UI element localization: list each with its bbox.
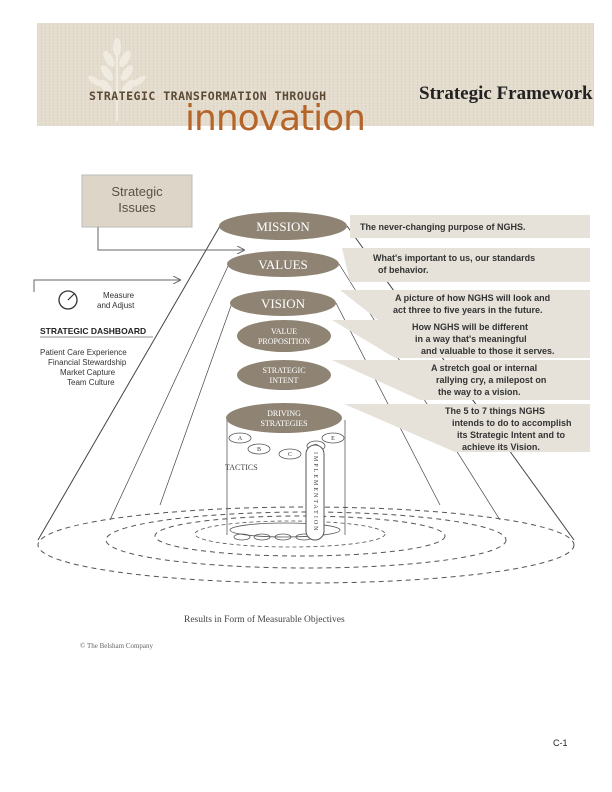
callout-mission-line1: The never-changing purpose of NGHS. bbox=[360, 222, 526, 232]
wheat-logo-icon bbox=[88, 38, 146, 121]
values-label: VALUES bbox=[258, 257, 308, 272]
callout-values: What's important to us, our standards of… bbox=[342, 248, 590, 282]
callout-value-proposition-line1: How NGHS will be different bbox=[412, 322, 528, 332]
implementation-label: IMPLEMENTATION bbox=[312, 452, 318, 533]
callout-values-line1: What's important to us, our standards bbox=[373, 253, 535, 263]
mission-label: MISSION bbox=[256, 219, 310, 234]
driving-strategies-ellipse: DRIVING STRATEGIES bbox=[226, 403, 342, 433]
strategy-circles: A B C D E bbox=[228, 432, 345, 460]
callout-value-proposition: How NGHS will be different in a way that… bbox=[332, 320, 590, 358]
callout-strategic-intent: A stretch goal or internal rallying cry,… bbox=[332, 360, 590, 400]
mission-ellipse: MISSION bbox=[219, 212, 347, 240]
gauge-icon bbox=[58, 290, 78, 310]
tactics-label: TACTICS bbox=[225, 463, 258, 472]
header-subtitle: STRATEGIC TRANSFORMATION THROUGH bbox=[89, 89, 327, 103]
strategic-intent-line1: STRATEGIC bbox=[262, 366, 305, 375]
callout-driving-strategies: The 5 to 7 things NGHS intends to do to … bbox=[344, 404, 590, 452]
cone-inner-left bbox=[109, 263, 230, 521]
dashboard-item: Patient Care Experience bbox=[40, 348, 127, 357]
dashboard-title: STRATEGIC DASHBOARD bbox=[40, 326, 146, 336]
callout-values-line2: of behavior. bbox=[378, 265, 429, 275]
callout-strategic-intent-line3: the way to a vision. bbox=[438, 387, 521, 397]
results-caption: Results in Form of Measurable Objectives bbox=[184, 614, 345, 625]
strategic-issues-box: Strategic Issues bbox=[81, 174, 193, 228]
issues-arrow-1 bbox=[97, 227, 244, 250]
measure-line2: and Adjust bbox=[97, 301, 135, 310]
value-proposition-line2: PROPOSITION bbox=[258, 337, 310, 346]
dashboard-item: Market Capture bbox=[60, 368, 116, 377]
circle-label-c: C bbox=[288, 452, 292, 458]
dashboard-item: Financial Stewardship bbox=[48, 358, 127, 367]
callout-driving-strategies-line3: its Strategic Intent and to bbox=[457, 430, 566, 440]
cone-outline-left bbox=[37, 225, 221, 541]
header-banner: STRATEGIC TRANSFORMATION THROUGH innovat… bbox=[37, 23, 594, 139]
base-dots bbox=[233, 533, 313, 541]
circle-label-e: E bbox=[331, 436, 335, 442]
vision-label: VISION bbox=[261, 296, 306, 311]
vision-ellipse: VISION bbox=[230, 290, 336, 316]
callout-mission: The never-changing purpose of NGHS. bbox=[350, 215, 590, 238]
cone-inner2-left bbox=[159, 302, 233, 506]
strategic-intent-line2: INTENT bbox=[270, 376, 299, 385]
callout-driving-strategies-line1: The 5 to 7 things NGHS bbox=[445, 406, 545, 416]
driving-strategies-line2: STRATEGIES bbox=[260, 419, 307, 428]
callout-vision-line2: act three to five years in the future. bbox=[393, 305, 543, 315]
page-number: C-1 bbox=[553, 738, 568, 748]
callout-value-proposition-line2: in a way that's meaningful bbox=[415, 334, 527, 344]
callout-strategic-intent-line2: rallying cry, a milepost on bbox=[436, 375, 546, 385]
callout-value-proposition-line3: and valuable to those it serves. bbox=[421, 346, 555, 356]
copyright-text: © The Belsham Company bbox=[80, 642, 154, 650]
callout-vision-line1: A picture of how NGHS will look and bbox=[395, 293, 550, 303]
issues-arrow-2 bbox=[33, 280, 180, 292]
driving-strategies-line1: DRIVING bbox=[267, 409, 301, 418]
measure-line1: Measure bbox=[103, 291, 135, 300]
callout-vision: A picture of how NGHS will look and act … bbox=[340, 290, 590, 320]
strategic-issues-line1: Strategic bbox=[111, 184, 163, 199]
circle-label-b: B bbox=[257, 447, 261, 453]
header-brand: innovation bbox=[185, 98, 366, 139]
dashboard-item: Team Culture bbox=[67, 378, 115, 387]
implementation-pillar: IMPLEMENTATION bbox=[305, 444, 325, 541]
strategic-issues-line2: Issues bbox=[118, 200, 156, 215]
strategic-intent-ellipse: STRATEGIC INTENT bbox=[237, 360, 331, 390]
callout-driving-strategies-line2: intends to do to accomplish bbox=[452, 418, 572, 428]
base-ring-5 bbox=[229, 522, 341, 538]
base-ring-outer bbox=[37, 506, 575, 584]
callout-driving-strategies-line4: achieve its Vision. bbox=[462, 442, 540, 452]
circle-label-a: A bbox=[238, 436, 243, 442]
page-title: Strategic Framework bbox=[419, 83, 593, 104]
values-ellipse: VALUES bbox=[227, 251, 339, 277]
value-proposition-ellipse: VALUE PROPOSITION bbox=[237, 320, 331, 352]
value-proposition-line1: VALUE bbox=[271, 327, 297, 336]
base-ring-3 bbox=[154, 515, 446, 557]
callout-strategic-intent-line1: A stretch goal or internal bbox=[431, 363, 537, 373]
base-ring-4 bbox=[194, 520, 386, 548]
